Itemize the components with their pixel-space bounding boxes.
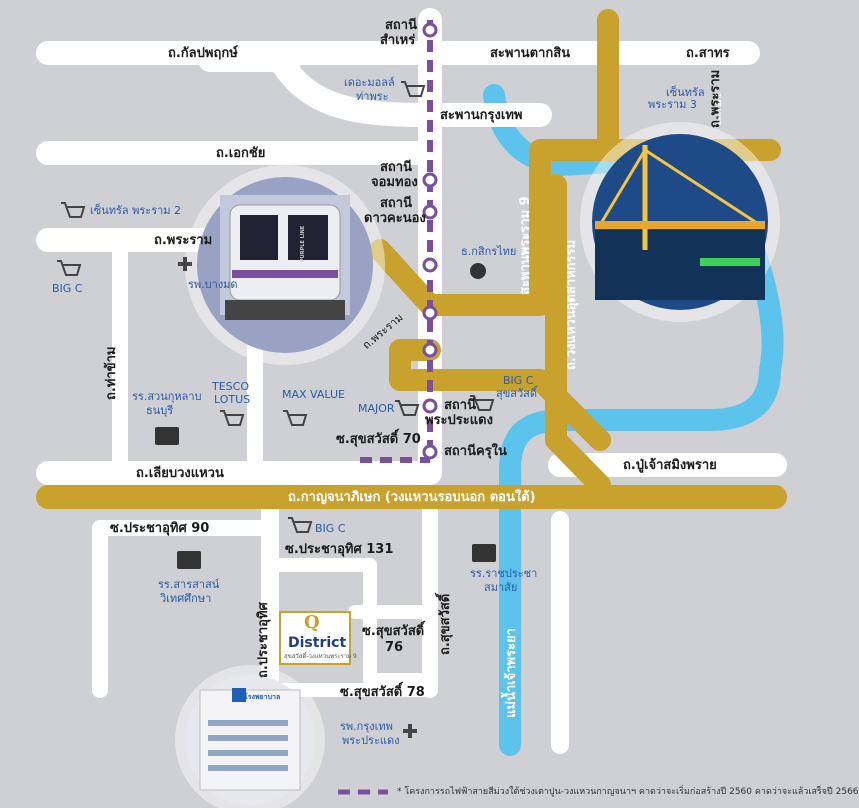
soi-label-suksawat-76-line1: ซ.สุขสวัสดิ์ <box>362 624 425 639</box>
road-label-tha-kham: ถ.ท่าข้าม <box>104 346 119 400</box>
place-suan-kularb-2: ธนบุรี <box>146 404 174 417</box>
cart-icon <box>220 410 245 426</box>
cart-icon <box>61 202 86 218</box>
station-label-khru-nai: สถานีครุใน <box>444 444 507 459</box>
train-side-text: PURPLE LINE <box>300 225 306 262</box>
place-suan-kularb-1: รร.สวนกุหลาบ <box>132 390 202 403</box>
station-chom-thong-dot <box>422 172 438 188</box>
place-central-rama3-2: พระราม 3 <box>648 98 697 111</box>
road-label-rama9-bridge: สะพานพระราม 9 <box>518 196 533 295</box>
station-label-phra-pradaeng-2: พระประแดง <box>425 413 493 428</box>
cart-icon <box>57 260 82 276</box>
road-label-rama2: ถ.พระราม <box>154 233 213 248</box>
train-photo <box>185 165 385 365</box>
place-big-c-suksawat-2: สุขสวัสดิ์ <box>496 387 537 400</box>
station-label-chom-thong-2: จอมทอง <box>371 175 418 190</box>
road-label-suksawat: ถ.สุขสวัสดิ์ <box>438 593 453 655</box>
road-label-pu-chao: ถ.ปู่เจ้าสมิงพราย <box>623 458 717 473</box>
place-big-c-left: BIG C <box>52 282 83 295</box>
q-district-logo <box>279 611 351 665</box>
station-label-dao-khanong-2: ดาวคะนอง <box>364 211 426 226</box>
road-wong-waen-utsahakam <box>545 174 611 496</box>
road-label-wong-waen-utsahakam: ถ.วงแหวนอุตสาหกรรม <box>564 239 579 370</box>
road-ramp-krungthep <box>268 48 552 127</box>
road-suksawat-gold <box>389 339 611 451</box>
station-label-samre-1: สถานี <box>385 18 417 33</box>
bridge-label-krungthep: สะพานกรุงเทพ <box>440 108 523 123</box>
cart-icon <box>470 395 495 411</box>
bridge-label-taksin: สะพานตากสิน <box>490 46 571 61</box>
road-label-ekkachai: ถ.เอกชัย <box>216 146 266 161</box>
hospital-sign-text: โรงพยาบาล <box>244 693 281 701</box>
road-label-kanchanaphisek: ถ.กาญจนาภิเษก (วงแหวนรอบนอก ตอนใต้) <box>288 490 536 505</box>
station-label-phra-pradaeng-1: สถานี <box>444 398 476 413</box>
bridge-road-sign-text: ถ.พระรามสาม <box>717 93 723 125</box>
place-bangkok-hospital-1: รพ.กรุงเทพ <box>340 720 393 733</box>
soi-label-suksawat-76-line2: 76 <box>385 640 404 655</box>
place-major: MAJOR <box>358 402 395 415</box>
cart-icon <box>395 400 420 416</box>
road-rama9-bridge <box>419 9 619 316</box>
briefcase-icon <box>472 544 496 562</box>
place-big-c-pracha: BIG C <box>315 522 346 535</box>
cart-icon <box>283 410 308 426</box>
cart-icon <box>288 517 313 533</box>
road-pracha-uthit-131 <box>263 558 437 687</box>
soi-label-suksawat-78: ซ.สุขสวัสดิ์ 78 <box>340 685 425 700</box>
station-label-dao-khanong-1: สถานี <box>380 196 412 211</box>
station-phra-pradaeng-dot <box>422 398 438 414</box>
place-ratchapracha-1: รร.ราชประชา <box>470 567 538 580</box>
area-map: ถ.กัลปพฤกษ์ ถ.สาทร สะพานตากสิน สะพานกรุง… <box>36 8 859 808</box>
place-big-c-suksawat-1: BIG C <box>503 374 534 387</box>
footnote: * โครงการรถไฟฟ้าสายสีม่วงใต้ช่วงเตาปูน-ว… <box>397 787 859 797</box>
q-district-letter: Q <box>304 612 320 633</box>
place-central-rama2: เซ็นทรัล พระราม 2 <box>90 204 182 217</box>
road-network <box>36 8 787 808</box>
road-label-sathorn: ถ.สาทร <box>686 46 730 61</box>
river-label: แม่น้ำเจ้าพระยา <box>504 628 519 718</box>
place-tesco-1: TESCO <box>212 380 249 393</box>
place-sarasas-2: วิเทศศึกษา <box>160 592 212 605</box>
place-max-value: MAX VALUE <box>282 388 345 401</box>
place-bangmod: รพ.บางมด <box>188 278 238 291</box>
road-label-kanlapaphruek: ถ.กัลปพฤกษ์ <box>168 46 238 61</box>
place-tesco-2: LOTUS <box>214 393 251 406</box>
station-dao-khanong-dot <box>422 204 438 220</box>
station-samre-dot <box>422 22 438 38</box>
station-label-chom-thong-1: สถานี <box>380 160 412 175</box>
q-district-subtitle: สุขสวัสดิ์-วงแหวนพระราม 9 <box>284 653 357 660</box>
bridge-photo <box>580 122 780 322</box>
briefcase-icon <box>155 427 179 445</box>
place-sarasas-1: รร.สารสาสน์ <box>158 578 220 591</box>
place-central-rama3-1: เซ็นทรัล <box>666 86 705 99</box>
road-label-liap-wong-waen: ถ.เลียบวงแหวน <box>136 466 224 481</box>
place-kasikorn: ธ.กสิกรไทย <box>461 245 517 258</box>
money-bag-icon <box>470 263 486 279</box>
soi-label-pracha-uthit-131: ซ.ประชาอุทิศ 131 <box>285 542 394 557</box>
soi-label-suksawat-70: ซ.สุขสวัสดิ์ 70 <box>336 432 421 447</box>
q-district-title: District <box>288 635 347 651</box>
hospital-photo <box>175 665 325 808</box>
station-label-samre-2: สำเหร่ <box>380 33 416 48</box>
place-the-mall-2: ท่าพระ <box>356 90 389 103</box>
soi-label-pracha-uthit-90: ซ.ประชาอุทิศ 90 <box>110 521 210 536</box>
place-bangkok-hospital-2: พระประแดง <box>342 734 400 747</box>
place-the-mall-1: เดอะมอลล์ <box>344 76 395 89</box>
cart-icon <box>401 81 426 97</box>
place-ratchapracha-2: สมาสัย <box>484 581 518 594</box>
briefcase-icon <box>177 551 201 569</box>
road-label-pracha-uthit: ถ.ประชาอุทิศ <box>256 602 271 678</box>
station-khru-nai-dot <box>422 444 438 460</box>
